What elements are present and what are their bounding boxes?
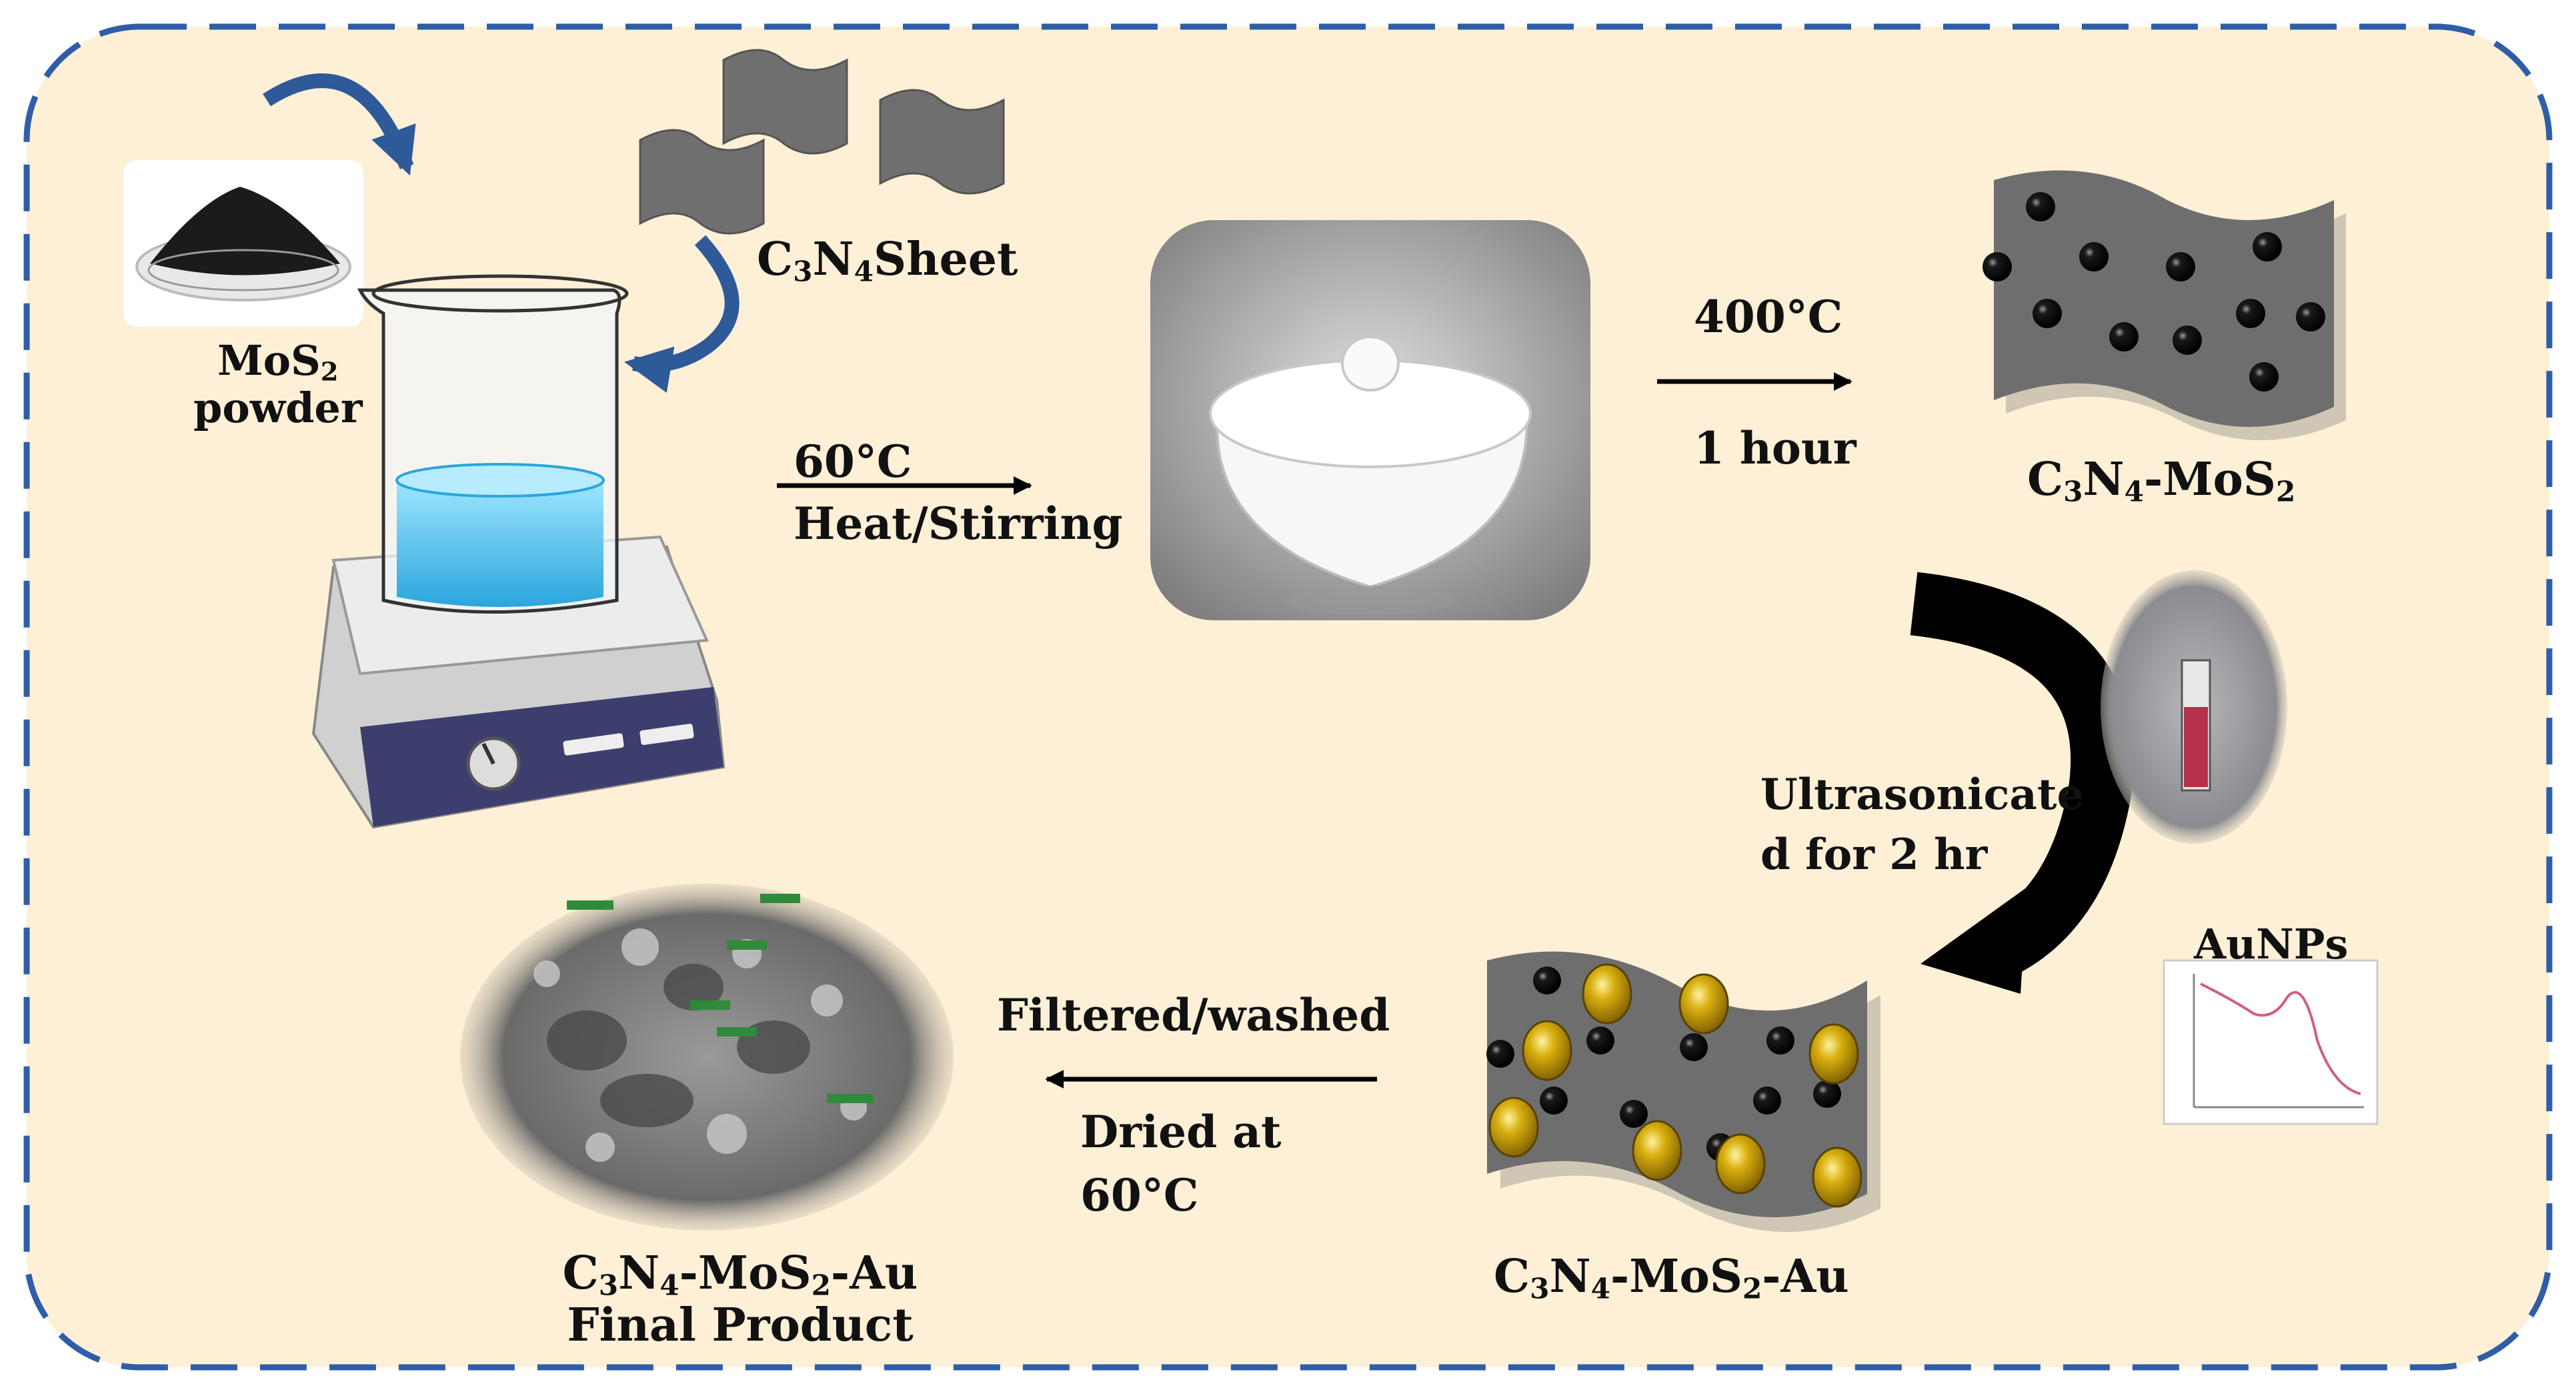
- dried-label-line2: 60°C: [1080, 1169, 1199, 1221]
- curved-arrow-sheets-icon: [624, 235, 740, 393]
- crucible-image: [1150, 220, 1590, 620]
- ultrasonicate-label-line1: Ultrasonicate: [1760, 770, 2085, 820]
- ultrasonicate-label-line2: d for 2 hr: [1760, 830, 1988, 880]
- mos2-powder-dish: [123, 160, 363, 327]
- final-product-label: C3N4-MoS2-Au Final Product: [562, 1247, 918, 1353]
- c3n4-mos2-au-label: C3N4-MoS2-Au: [1494, 1250, 1849, 1305]
- hot-plate-beaker: [311, 274, 726, 829]
- curved-arrow-dish-icon: [263, 73, 416, 176]
- filtered-label: Filtered/washed: [997, 989, 1390, 1041]
- c3n4-sheet-label: C3N4Sheet: [757, 233, 1018, 288]
- aunps-vial-photo: [2101, 570, 2287, 844]
- c3n4-mos2-sheet: [1983, 170, 2346, 440]
- step2-temperature: 400°C: [1694, 291, 1843, 343]
- c3n4-mos2-label: C3N4-MoS2: [2027, 453, 2296, 508]
- dried-label-line1: Dried at: [1080, 1106, 1282, 1158]
- aunps-spectrum-thumbnail: [2163, 959, 2379, 1125]
- step2-time: 1 hour: [1694, 422, 1856, 474]
- curved-arrow-ultrasonicate-icon: [1910, 572, 2135, 994]
- c3n4-sheets: [639, 49, 1005, 235]
- sem-image-final-product: [460, 884, 954, 1231]
- step1-action: Heat/Stirring: [794, 498, 1123, 550]
- step1-temperature: 60°C: [794, 436, 912, 488]
- mos2-powder-label: MoS2 powder: [193, 336, 363, 433]
- c3n4-mos2-au-sheet: [1486, 951, 1880, 1232]
- aunps-label: AuNPs: [2194, 920, 2349, 968]
